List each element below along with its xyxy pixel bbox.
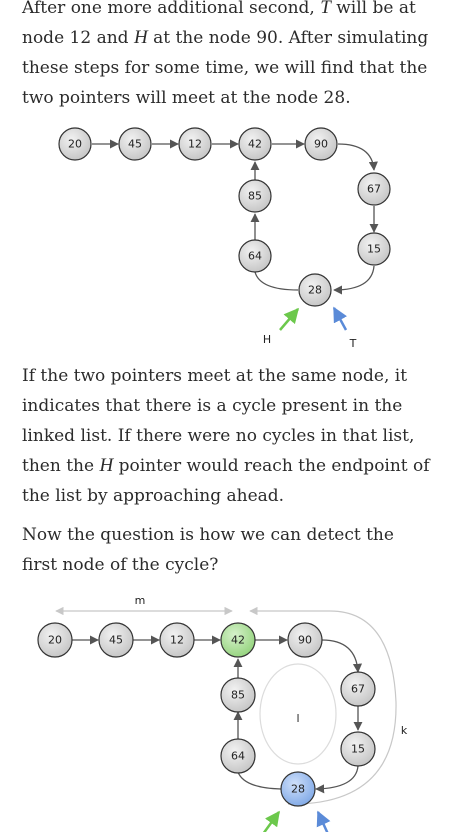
svg-text:42: 42 (248, 138, 262, 151)
diagram2-nodes: 20 45 12 42 90 67 15 28 64 85 (37, 622, 376, 807)
node-20: 20 (58, 127, 92, 161)
l-label: l (296, 712, 299, 725)
linked-list-diagram-meeting: 20 45 12 42 90 67 15 28 64 85 H T (58, 127, 391, 350)
svg-text:12: 12 (170, 634, 184, 647)
node-28-meeting: 28 (280, 771, 316, 807)
math-var-h: H (133, 27, 148, 48)
svg-text:45: 45 (128, 138, 142, 151)
h-pointer-label: H (263, 333, 271, 346)
node-90: 90 (304, 127, 338, 161)
paragraph-cycle-explanation: If the two pointers meet at the same nod… (22, 366, 430, 506)
diagram1-nodes: 20 45 12 42 90 67 15 28 64 85 (58, 127, 391, 307)
svg-text:42: 42 (231, 634, 245, 647)
node-85: 85 (220, 677, 256, 713)
k-label: k (401, 724, 408, 737)
paragraph-meeting-point: After one more additional second, T will… (22, 0, 434, 113)
svg-text:67: 67 (367, 183, 381, 196)
node-15: 15 (357, 232, 391, 266)
node-67: 67 (357, 172, 391, 206)
svg-text:15: 15 (351, 743, 365, 756)
node-45: 45 (118, 127, 152, 161)
svg-text:28: 28 (308, 284, 322, 297)
diagram2-edges (72, 635, 363, 794)
node-64: 64 (238, 239, 272, 273)
node-20: 20 (37, 622, 73, 658)
node-45: 45 (98, 622, 134, 658)
node-15: 15 (340, 731, 376, 767)
svg-text:85: 85 (231, 689, 245, 702)
h-pointer-arrow-2 (262, 810, 281, 832)
paragraph-first-node-question: Now the question is how we can detect th… (22, 525, 394, 575)
svg-text:20: 20 (48, 634, 62, 647)
svg-text:28: 28 (291, 783, 305, 796)
node-28: 28 (298, 273, 332, 307)
svg-text:85: 85 (248, 190, 262, 203)
node-90: 90 (287, 622, 323, 658)
node-64: 64 (220, 738, 256, 774)
m-label: m (135, 594, 146, 607)
t-pointer-arrow-2 (316, 810, 331, 832)
svg-text:64: 64 (248, 250, 262, 263)
svg-text:64: 64 (231, 750, 245, 763)
math-var-h-2: H (99, 455, 114, 476)
svg-text:20: 20 (68, 138, 82, 151)
svg-text:15: 15 (367, 243, 381, 256)
node-67: 67 (340, 671, 376, 707)
svg-text:67: 67 (351, 683, 365, 696)
svg-text:90: 90 (298, 634, 312, 647)
node-85: 85 (238, 179, 272, 213)
l-cycle-guide (259, 663, 337, 765)
t-pointer-arrow (332, 306, 348, 331)
svg-text:90: 90 (314, 138, 328, 151)
node-12: 12 (159, 622, 195, 658)
svg-text:45: 45 (109, 634, 123, 647)
node-42-cycle-start: 42 (220, 622, 256, 658)
linked-list-diagram-cycle-start: m k l 20 45 12 42 90 67 15 28 64 85 (37, 594, 408, 832)
svg-text:12: 12 (188, 138, 202, 151)
h-pointer-arrow (279, 307, 299, 331)
t-pointer-label: T (349, 337, 357, 350)
k-distance-guide (249, 606, 397, 805)
math-var-t: T (320, 0, 331, 18)
diagram1-edges (92, 139, 379, 295)
node-42: 42 (238, 127, 272, 161)
node-12: 12 (178, 127, 212, 161)
